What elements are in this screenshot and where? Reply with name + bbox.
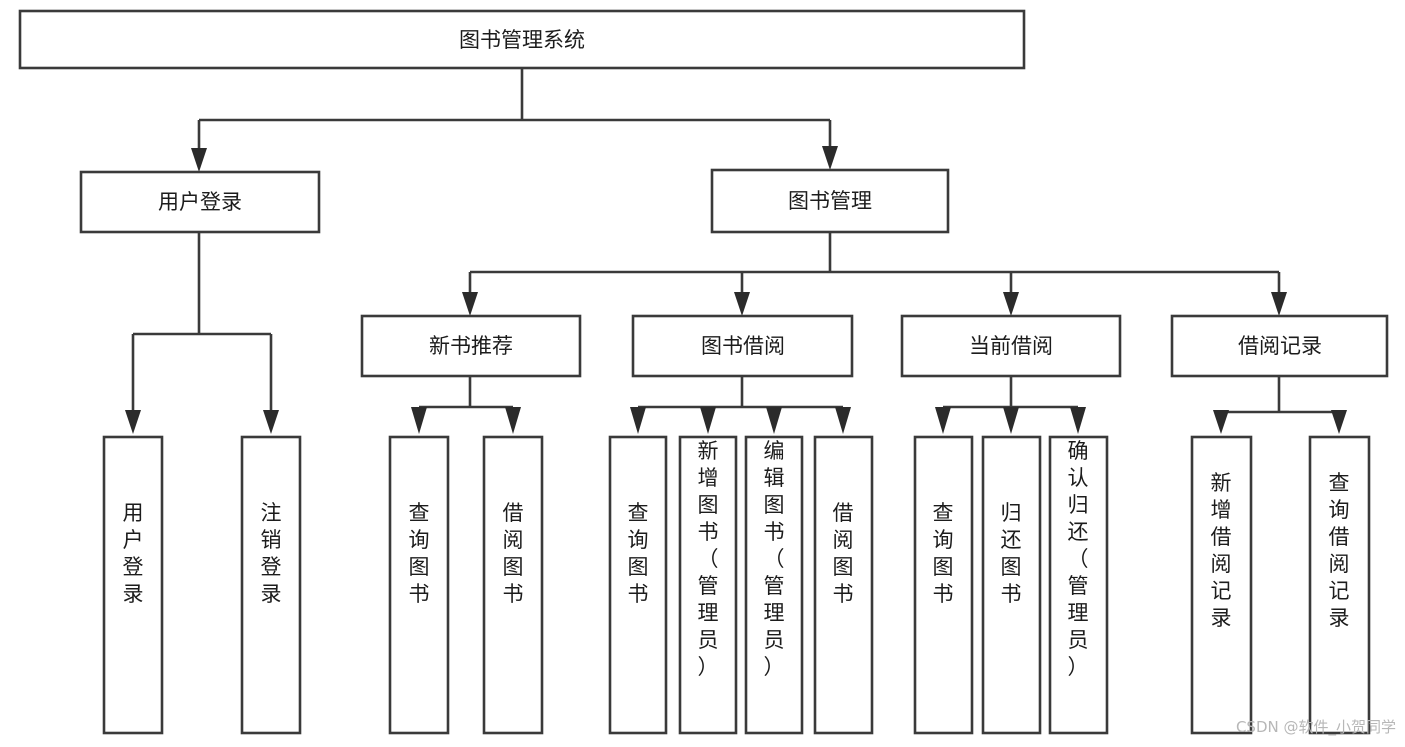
leaf-query-book-2[interactable]: 查询图书 (608, 435, 668, 735)
leaf-borrow-book-1[interactable]: 借阅图书 (482, 435, 544, 735)
leaf-query-book-3-box[interactable] (913, 435, 974, 735)
leaf-add-borrow-record[interactable]: 新增借阅记录 (1190, 435, 1253, 735)
leaf-confirm-return-admin[interactable]: 确认归还（管理员） (1048, 435, 1109, 735)
node-book-borrow-label: 图书借阅 (701, 334, 785, 358)
leaf-user-login[interactable]: 用户登录 (102, 435, 164, 735)
leaf-logout[interactable]: 注销登录 (240, 435, 302, 735)
arrow-head-leaf-confirm-return (1070, 407, 1086, 434)
leaf-borrow-book-1-box[interactable] (482, 435, 544, 735)
leaf-layer: 用户登录 注销登录 查询图书 借阅图书 查询图书 新增图书（管理员） (102, 435, 1371, 735)
connector-layer (125, 68, 1347, 434)
leaf-query-borrow-record-box[interactable] (1308, 435, 1371, 735)
leaf-logout-box[interactable] (240, 435, 302, 735)
leaf-query-book-1[interactable]: 查询图书 (388, 435, 450, 735)
node-borrow-record[interactable]: 借阅记录 (1170, 314, 1389, 378)
node-current-borrow-label: 当前借阅 (969, 334, 1053, 358)
node-borrow-record-label: 借阅记录 (1238, 334, 1322, 358)
arrow-head-leaf-user-login (125, 410, 141, 434)
node-root[interactable]: 图书管理系统 (18, 9, 1026, 70)
node-current-borrow-box[interactable] (900, 314, 1122, 378)
arrow-head-leaf-add-record (1213, 410, 1229, 434)
leaf-return-book-box[interactable] (981, 435, 1042, 735)
leaf-borrow-book-2-label: 借阅图书 (833, 501, 854, 606)
leaf-add-book-admin-box[interactable] (678, 435, 738, 735)
leaf-confirm-return-admin-label: 确认归还（管理员） (1068, 439, 1089, 679)
arrow-head-leaf-return-book (1003, 407, 1019, 434)
leaf-query-book-3-label: 查询图书 (933, 501, 954, 606)
arrow-head-leaf-query-book-1 (411, 407, 427, 434)
node-user-login-box[interactable] (79, 170, 321, 234)
leaf-query-book-1-box[interactable] (388, 435, 450, 735)
arrow-head-leaf-borrow-book-1 (505, 407, 521, 434)
leaf-query-book-3[interactable]: 查询图书 (913, 435, 974, 735)
leaf-query-book-1-label: 查询图书 (409, 501, 430, 606)
node-root-box[interactable] (18, 9, 1026, 70)
leaf-query-borrow-record[interactable]: 查询借阅记录 (1308, 435, 1371, 735)
node-book-borrow-box[interactable] (631, 314, 854, 378)
leaf-add-book-admin-label: 新增图书（管理员） (698, 439, 719, 679)
arrow-head-leaf-edit-book (766, 407, 782, 434)
node-user-login-label: 用户登录 (158, 190, 242, 214)
arrow-head-leaf-query-record (1331, 410, 1347, 434)
arrow-head-leaf-query-book-2 (630, 407, 646, 434)
node-user-login[interactable]: 用户登录 (79, 170, 321, 234)
arrow-head-leaf-add-book (700, 407, 716, 434)
node-new-book-recommend[interactable]: 新书推荐 (360, 314, 582, 378)
leaf-edit-book-admin-box[interactable] (744, 435, 804, 735)
leaf-borrow-book-1-label: 借阅图书 (503, 501, 524, 606)
node-borrow-record-box[interactable] (1170, 314, 1389, 378)
node-book-borrow[interactable]: 图书借阅 (631, 314, 854, 378)
leaf-query-book-2-label: 查询图书 (628, 501, 649, 606)
leaf-borrow-book-2-box[interactable] (813, 435, 874, 735)
arrow-head-book-borrow (734, 292, 750, 316)
arrow-head-leaf-logout (263, 410, 279, 434)
leaf-return-book[interactable]: 归还图书 (981, 435, 1042, 735)
leaf-logout-label: 注销登录 (261, 501, 282, 606)
arrow-head-book-mgmt (822, 146, 838, 170)
leaf-confirm-return-admin-box[interactable] (1048, 435, 1109, 735)
node-book-management-label: 图书管理 (788, 189, 872, 213)
leaf-query-book-2-box[interactable] (608, 435, 668, 735)
arrow-head-leaf-borrow-book-2 (835, 407, 851, 434)
arrow-head-borrow-record (1271, 292, 1287, 316)
arrow-head-user-login (191, 148, 207, 172)
leaf-add-book-admin[interactable]: 新增图书（管理员） (678, 435, 738, 735)
arrow-head-current-borrow (1003, 292, 1019, 316)
leaf-edit-book-admin-label: 编辑图书（管理员） (764, 439, 785, 679)
node-current-borrow[interactable]: 当前借阅 (900, 314, 1122, 378)
leaf-return-book-label: 归还图书 (1001, 501, 1022, 606)
node-new-book-recommend-label: 新书推荐 (429, 334, 513, 358)
csdn-watermark: CSDN @软件_小贺同学 (1236, 718, 1396, 737)
leaf-user-login-label: 用户登录 (123, 501, 144, 606)
leaf-add-borrow-record-label: 新增借阅记录 (1211, 471, 1232, 630)
leaf-edit-book-admin[interactable]: 编辑图书（管理员） (744, 435, 804, 735)
node-book-management-box[interactable] (710, 168, 950, 234)
leaf-borrow-book-2[interactable]: 借阅图书 (813, 435, 874, 735)
arrow-head-new-book-rec (462, 292, 478, 316)
leaf-query-borrow-record-label: 查询借阅记录 (1329, 471, 1350, 630)
arrow-head-leaf-query-book-3 (935, 407, 951, 434)
node-root-label: 图书管理系统 (459, 28, 585, 52)
leaf-add-borrow-record-box[interactable] (1190, 435, 1253, 735)
node-new-book-recommend-box[interactable] (360, 314, 582, 378)
node-book-management[interactable]: 图书管理 (710, 168, 950, 234)
leaf-user-login-box[interactable] (102, 435, 164, 735)
